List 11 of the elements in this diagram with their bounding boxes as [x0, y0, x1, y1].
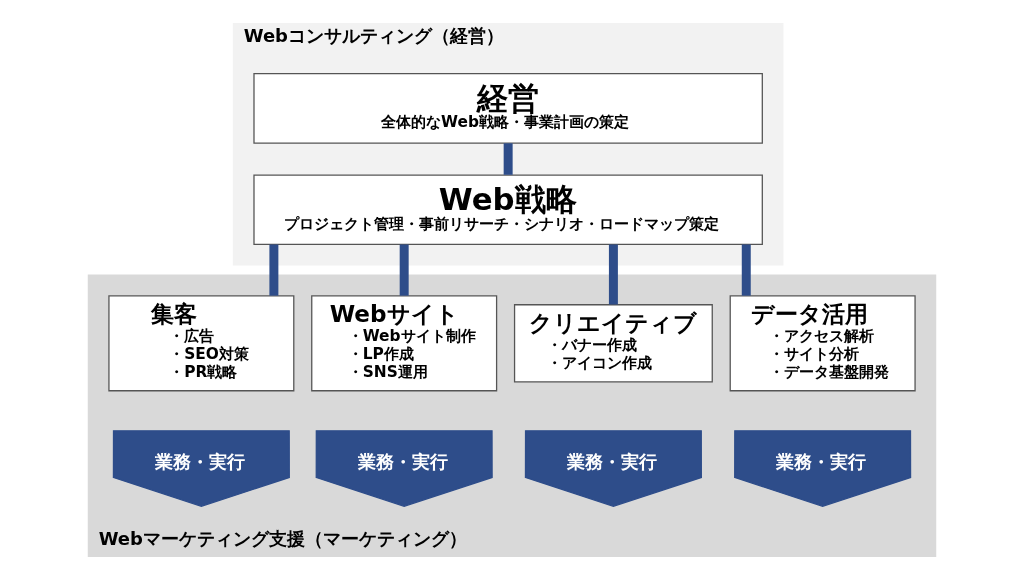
connector — [269, 244, 279, 296]
connector — [399, 244, 409, 296]
connector — [503, 143, 513, 175]
node-box: 経営 全体的なWeb戦略・事業計画の策定 — [253, 73, 763, 144]
node-box: クリエイティブ ・バナー作成 ・アイコン作成 — [513, 304, 713, 383]
node-box: Web戦略 プロジェクト管理・事前リサーチ・シナリオ・ロードマップ策定 — [253, 174, 763, 246]
connector — [608, 244, 618, 305]
connector — [741, 244, 751, 296]
node-box: Webサイト ・Webサイト制作 ・LP作成 ・SNS運用 — [311, 295, 498, 392]
node-box: 集客 ・広告 ・SEO対策 ・PR戦略 — [108, 295, 295, 392]
node-box: データ活用 ・アクセス解析 ・サイト分析 ・データ基盤開発 — [729, 295, 916, 392]
